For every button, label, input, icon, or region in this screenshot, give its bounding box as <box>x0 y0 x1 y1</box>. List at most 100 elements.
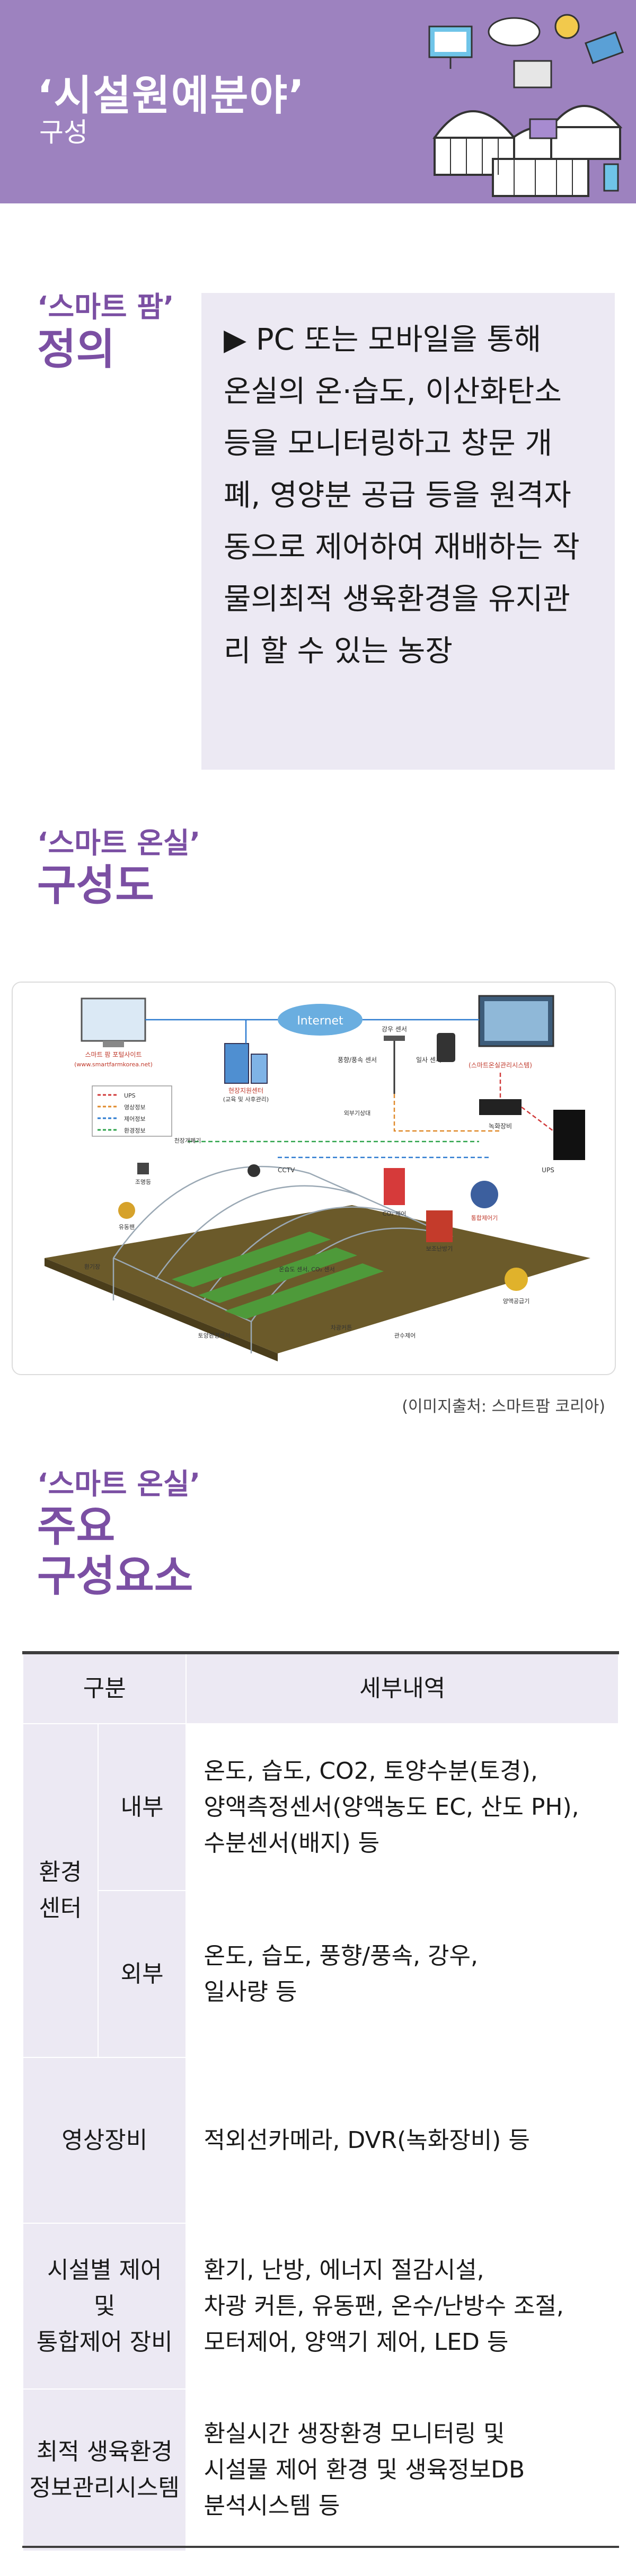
rain-sensor-label: 강우 센서 <box>382 1026 407 1033</box>
table-header-category: 구분 <box>22 1651 187 1724</box>
fan-icon <box>118 1202 135 1219</box>
legend-ups: UPS <box>124 1092 136 1099</box>
outer-cell: 외부 <box>97 1890 187 2058</box>
soil-sensor-label: 토양환경센서 <box>198 1332 231 1339</box>
cloud-icon <box>278 1004 363 1036</box>
table-row: 최적 생육환경 정보관리시스템 환실시간 생장환경 모니터링 및 시설물 제어 … <box>22 2388 619 2552</box>
header-subtitle: 구성 <box>39 117 88 148</box>
components-label-big-2: 구성요소 <box>37 1552 193 1601</box>
definition-label: ‘스마트 팜’ 정의 <box>37 290 174 375</box>
definition-line: 폐, 영양분 공급 등을 원격자 <box>224 478 571 513</box>
image-source: (이미지출처: 스마트팜 코리아) <box>402 1397 605 1416</box>
greenhouse-frame <box>112 1165 453 1353</box>
structure-label-big: 구성도 <box>37 860 154 910</box>
inner-cell: 내부 <box>97 1723 187 1891</box>
table-row: 시설별 제어 및 통합제어 장비 환기, 난방, 에너지 절감시설, 차광 커튼… <box>22 2223 619 2390</box>
components-label: ‘스마트 온실’ 주요 구성요소 <box>37 1467 200 1602</box>
header-title: ‘시설원예분야’ <box>37 72 305 120</box>
cctv-label: CCTV <box>278 1166 295 1174</box>
video-cell: 영상장비 <box>22 2057 187 2224</box>
wind-sensor-label: 풍향/풍속 센서 <box>338 1056 377 1064</box>
table-header-row: 구분 세부내역 <box>22 1651 619 1724</box>
roof-label: 천장개폐기 <box>174 1137 201 1144</box>
curtain2-label: 차광커튼 <box>331 1324 352 1331</box>
inner-detail-cell: 온도, 습도, CO2, 토양수분(토경), 양액측정센서(양액농도 EC, 산… <box>186 1723 619 1891</box>
detail-line: 시설물 제어 환경 및 생육정보DB <box>204 2456 525 2483</box>
detail-line: 모터제어, 양액기 제어, LED 등 <box>204 2328 509 2356</box>
temp-sensor-label: 온습도 센서, CO₂ 센서 <box>279 1266 335 1273</box>
detail-line: 양액측정센서(양액농도 EC, 산도 PH), <box>204 1793 579 1821</box>
ups-icon <box>553 1110 585 1160</box>
definition-line: 물의최적 생육환경을 유지관 <box>224 582 570 617</box>
center-sub: (교육 및 사후관리) <box>223 1096 269 1103</box>
detail-line: 수분센서(배지) 등 <box>204 1829 380 1857</box>
co2-control-label: CO₂ 제어 <box>383 1210 407 1217</box>
internet-label: Internet <box>297 1014 343 1028</box>
detail-line: 온도, 습도, 풍향/풍속, 강우, <box>204 1942 478 1969</box>
detail-line: 환기, 난방, 에너지 절감시설, <box>204 2256 484 2284</box>
components-label-quote: ‘스마트 온실’ <box>37 1467 201 1501</box>
definition-line: 등을 모니터링하고 창문 개 <box>224 426 553 461</box>
control-label-line: 통합제어 장비 <box>36 2328 173 2356</box>
structure-label: ‘스마트 온실’ 구성도 <box>37 826 200 911</box>
center-label: 현장지원센터 <box>228 1087 263 1094</box>
dvr-label: 녹화장비 <box>489 1122 512 1130</box>
ups-label: UPS <box>542 1166 554 1174</box>
diagram-svg: Internet 스마트 팜 포털사이트 (www.smartfarmkorea… <box>45 995 590 1361</box>
info-label-line: 최적 생육환경 <box>36 2438 173 2465</box>
portal-monitor-icon <box>81 997 146 1042</box>
definition-line: 온실의 온·습도, 이산화탄소 <box>224 375 562 409</box>
definition-line: 동으로 제어하여 재배하는 작 <box>224 530 580 565</box>
definition-line: 리 할 수 있는 농장 <box>224 634 453 668</box>
control-label-line: 및 <box>93 2292 116 2320</box>
video-detail-cell: 적외선카메라, DVR(녹화장비) 등 <box>186 2057 619 2224</box>
definition-label-big: 정의 <box>37 324 116 374</box>
portal-url: (www.smartfarmkorea.net) <box>74 1061 153 1068</box>
control-label-line: 시설별 제어 <box>47 2256 162 2284</box>
building-icon <box>224 1043 249 1084</box>
detail-line: 적외선카메라, DVR(녹화장비) 등 <box>204 2126 530 2154</box>
nutrient-icon <box>505 1268 528 1291</box>
components-table: 구분 세부내역 환경 센터 내부 온도, 습도, CO2, 토양수분(토경), … <box>22 1651 619 2552</box>
table-row: 영상장비 적외선카메라, DVR(녹화장비) 등 <box>22 2057 619 2224</box>
legend-control: 제어정보 <box>124 1116 145 1122</box>
structure-label-quote: ‘스마트 온실’ <box>37 826 201 860</box>
control-cell: 시설별 제어 및 통합제어 장비 <box>22 2223 187 2390</box>
detail-line: 환실시간 생장환경 모니터링 및 <box>204 2420 505 2447</box>
detail-line: 차광 커튼, 유동팬, 온수/난방수 조절, <box>204 2292 564 2320</box>
cctv-icon <box>248 1164 260 1177</box>
definition-label-quote: ‘스마트 팜’ <box>37 290 174 324</box>
integ-controller-icon <box>471 1181 498 1208</box>
mgmt-label: (스마트온실관리시스템) <box>469 1062 532 1069</box>
components-label-big-1: 주요 <box>37 1501 116 1551</box>
info-cell: 최적 생육환경 정보관리시스템 <box>22 2388 187 2552</box>
table-row: 환경 센터 내부 온도, 습도, CO2, 토양수분(토경), 양액측정센서(양… <box>22 1723 619 2058</box>
definition-box: ▶ PC 또는 모바일을 통해 온실의 온·습도, 이산화탄소 등을 모니터링하… <box>201 293 615 770</box>
table-bottom-border <box>22 2546 619 2548</box>
co2-control-icon <box>384 1168 405 1205</box>
curtain-label: 환기장 <box>84 1263 100 1270</box>
detail-line: 온도, 습도, CO2, 토양수분(토경), <box>204 1757 538 1785</box>
smartphone-icon <box>437 1033 455 1062</box>
weather-station-icon <box>384 1036 405 1041</box>
definition-line: ▶ PC 또는 모바일을 통해 <box>224 323 542 357</box>
table-header-detail: 세부내역 <box>186 1651 619 1724</box>
env-label-line: 센터 <box>39 1895 82 1922</box>
greenhouse-illustration <box>428 14 624 197</box>
light-icon <box>137 1163 149 1174</box>
solar-sensor-label: 일사 센서 <box>416 1056 441 1064</box>
light-label: 조명등 <box>135 1179 151 1186</box>
nutrient-label: 양액공급기 <box>503 1298 530 1305</box>
irrigation-label: 관수제어 <box>394 1332 416 1339</box>
integ-label: 통합제어기 <box>471 1215 498 1222</box>
heater-icon <box>426 1210 453 1242</box>
crop-beds <box>172 1232 384 1319</box>
detail-line: 분석시스템 등 <box>204 2492 340 2519</box>
control-detail-cell: 환기, 난방, 에너지 절감시설, 차광 커튼, 유동팬, 온수/난방수 조절,… <box>186 2223 619 2390</box>
outer-detail-cell: 온도, 습도, 풍향/풍속, 강우, 일사량 등 <box>186 1890 619 2058</box>
smart-greenhouse-diagram: Internet 스마트 팜 포털사이트 (www.smartfarmkorea… <box>12 982 616 1375</box>
env-label-line: 환경 <box>39 1859 82 1886</box>
legend-env: 환경정보 <box>124 1127 145 1134</box>
heater-label: 보조난방기 <box>426 1245 453 1252</box>
legend-video: 영상정보 <box>124 1104 145 1111</box>
